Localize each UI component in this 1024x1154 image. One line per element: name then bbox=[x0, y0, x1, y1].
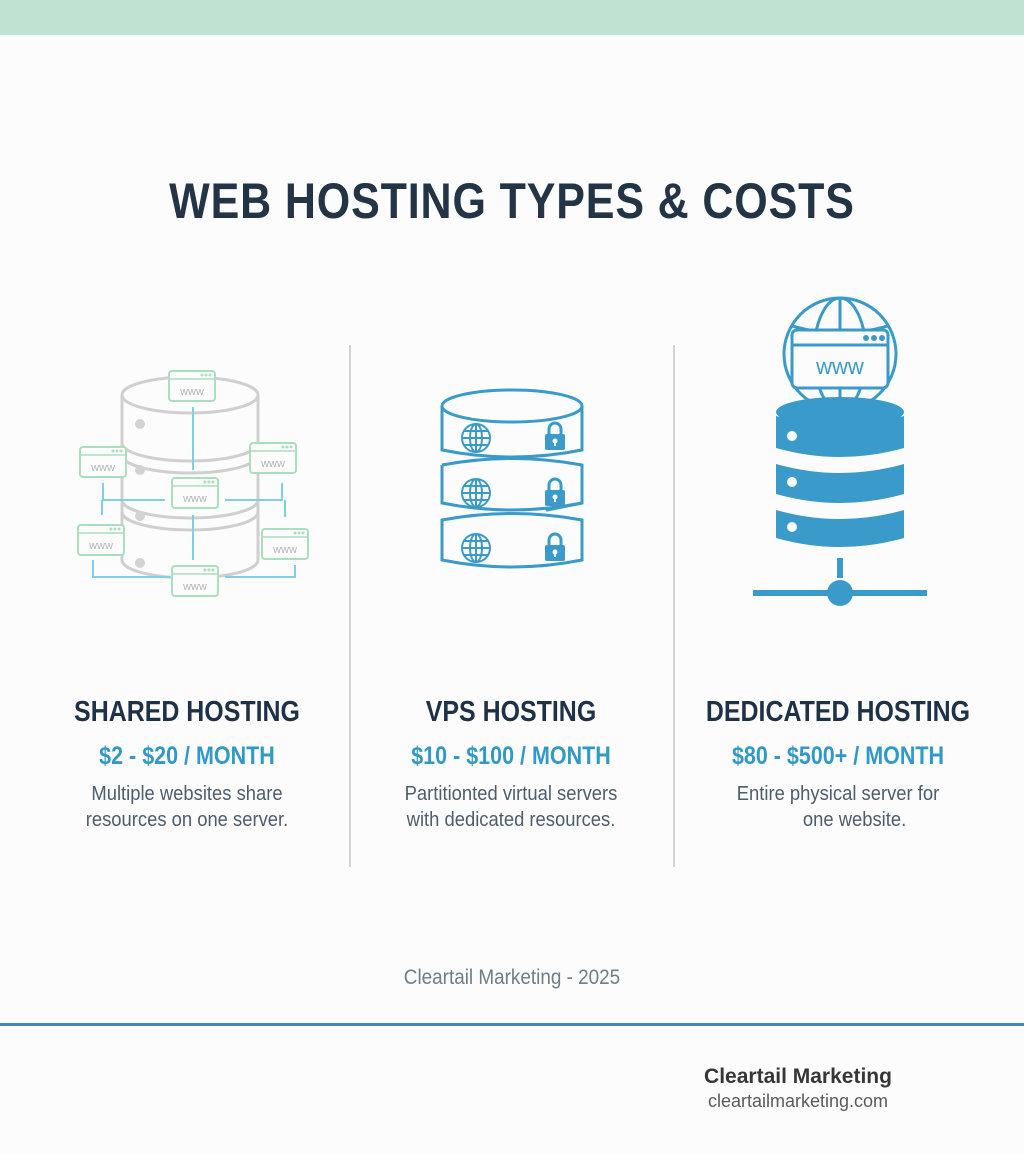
description-line: resources on one server. bbox=[85, 809, 289, 831]
top-color-band bbox=[0, 0, 1024, 35]
column-divider bbox=[673, 345, 675, 867]
description-line: Multiple websites share bbox=[91, 783, 283, 805]
shared-hosting-column: SHARED HOSTING $2 - $20 / MONTH Multiple… bbox=[25, 690, 349, 833]
description-line: Entire physical server for bbox=[736, 783, 940, 805]
svg-text:www: www bbox=[88, 540, 113, 552]
vps-server-icon bbox=[430, 380, 600, 580]
brand-block: Cleartail Marketing cleartailmarketing.c… bbox=[690, 1064, 906, 1112]
column-title: SHARED HOSTING bbox=[74, 696, 300, 728]
shared-server-icon: www www www www www www www bbox=[70, 355, 320, 605]
brand-url[interactable]: cleartailmarketing.com bbox=[707, 1091, 889, 1111]
svg-text:www: www bbox=[815, 354, 864, 379]
footer-divider-line bbox=[0, 1023, 1024, 1026]
dedicated-hosting-column: DEDICATED HOSTING $80 - $500+ / MONTH En… bbox=[676, 690, 1000, 833]
svg-text:www: www bbox=[179, 386, 204, 398]
svg-text:www: www bbox=[182, 493, 207, 505]
vps-hosting-column: VPS HOSTING $10 - $100 / MONTH Partition… bbox=[349, 690, 673, 833]
column-title: VPS HOSTING bbox=[425, 696, 597, 728]
column-description: Multiple websites share resources on one… bbox=[38, 781, 336, 833]
svg-text:www: www bbox=[260, 458, 285, 470]
dedicated-server-icon: www bbox=[740, 290, 940, 610]
svg-text:www: www bbox=[90, 462, 115, 474]
column-price: $2 - $20 / MONTH bbox=[99, 742, 275, 770]
column-divider bbox=[349, 345, 351, 867]
svg-text:www: www bbox=[272, 544, 297, 556]
column-price: $10 - $100 / MONTH bbox=[411, 742, 611, 770]
description-line: one website. bbox=[802, 809, 907, 831]
description-line: Partitionted virtual servers bbox=[404, 783, 618, 805]
column-description: Entire physical server for one website. bbox=[689, 781, 987, 833]
svg-text:www: www bbox=[182, 581, 207, 593]
page-title: WEB HOSTING TYPES & COSTS bbox=[169, 173, 855, 229]
description-line: with dedicated resources. bbox=[406, 809, 616, 831]
column-description: Partitionted virtual servers with dedica… bbox=[362, 781, 660, 833]
column-price: $80 - $500+ / MONTH bbox=[731, 742, 945, 770]
footer-credit: Cleartail Marketing - 2025 bbox=[403, 966, 621, 989]
column-title: DEDICATED HOSTING bbox=[705, 696, 971, 728]
brand-name: Cleartail Marketing bbox=[704, 1065, 892, 1088]
